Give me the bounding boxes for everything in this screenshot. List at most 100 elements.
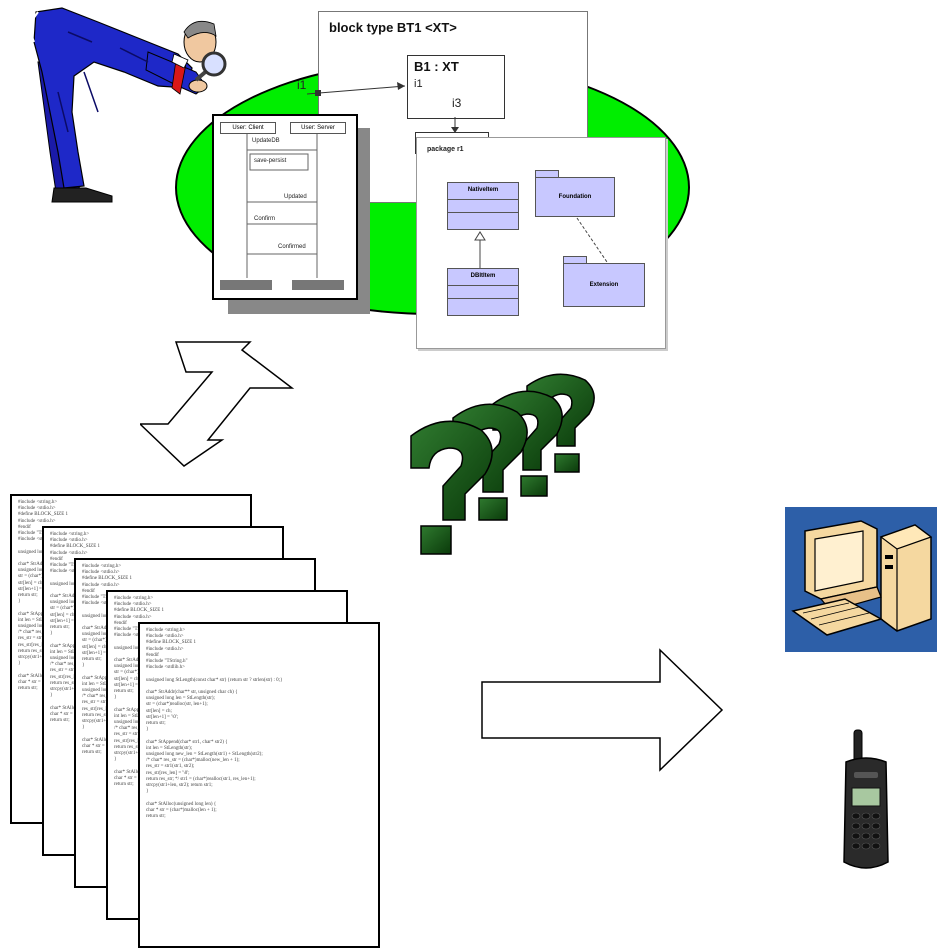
code-line: return str; <box>82 750 102 756</box>
code-line: return str; <box>50 718 70 724</box>
code-line: #include <stdio.h> <box>50 550 88 556</box>
sequence-lines <box>220 134 344 290</box>
question-marks <box>410 373 595 555</box>
code-line: str[len+1] = '\0'; <box>114 682 147 688</box>
code-line: str[len+1] = '\0'; <box>50 618 83 624</box>
class-box-2: DBItItem <box>447 268 519 316</box>
code-line: return str; <box>114 689 134 695</box>
outer-port-label: i1 <box>297 78 307 92</box>
code-line: #include <stdio.h> <box>114 614 152 620</box>
code-line: #endif <box>18 524 31 530</box>
code-line: #include <string.h> <box>18 500 58 505</box>
code-line: strcpy(str1+len, str2); return str1; <box>146 783 213 789</box>
code-line: #include "TString.h" <box>18 531 60 537</box>
code-line: int len = StLength(str); <box>114 713 161 719</box>
right-arrow <box>481 648 724 772</box>
code-line: str[len] = ch; <box>18 580 44 586</box>
package-box-2: Extension <box>563 256 645 307</box>
code-line: #define BLOCK_SIZE 1 <box>82 576 132 582</box>
code-line: #include <stdio.h> <box>146 634 184 640</box>
code-line: } <box>82 725 85 731</box>
code-line: return str; <box>146 721 166 727</box>
code-line: #include <string.h> <box>146 628 186 633</box>
down-arrow <box>451 117 459 133</box>
code-line: res_str[res_len] = '\0'; <box>82 706 126 712</box>
code-line: #include <stdio.h> <box>18 518 56 524</box>
class-box-1: NativeItem <box>447 182 519 230</box>
code-line: str = (char*)realloc(str, len+1); <box>146 702 208 708</box>
message-4: Confirm <box>254 216 276 222</box>
code-line: res_str = str1(str1, str2); <box>146 764 195 770</box>
block-diagram-title: block type BT1 <XT> <box>329 20 457 35</box>
code-line: #include <stdlib.h> <box>50 569 89 575</box>
code-line: str[len] = ch; <box>146 708 172 714</box>
code-line: return str; <box>114 782 134 788</box>
code-line: return str; <box>82 657 102 663</box>
code-line: #include <stdio.h> <box>114 602 152 608</box>
code-line: /* char* res_str = (char*)malloc(new_len… <box>146 758 240 764</box>
code-line: #include <stdlib.h> <box>146 665 185 671</box>
inner-block: B1 : XT i1 i3 <box>407 55 505 119</box>
class-diagram: package r1 NativeItem Foundation DBItIte… <box>416 137 666 349</box>
message-1: UpdateDB <box>252 138 280 144</box>
code-line: char* StAlloc(unsigned long len) { <box>146 801 217 807</box>
computer-icon <box>785 507 937 652</box>
code-line: char * str = (char*)malloc(len + 1); <box>146 807 217 813</box>
lifeline-left-box: User: Client <box>220 122 276 134</box>
code-line: unsigned long new_len = StLength(str1) +… <box>146 752 263 758</box>
lifeline-right-label: User: Server <box>301 125 335 131</box>
code-line: #include <stdio.h> <box>82 582 120 588</box>
code-line: #endif <box>82 588 95 594</box>
code-line: } <box>18 599 21 605</box>
code-line: #include <string.h> <box>82 564 122 569</box>
bottom-port-label: i3 <box>452 96 462 110</box>
inner-port-label: i1 <box>414 78 423 90</box>
code-line: #include <stdio.h> <box>146 646 184 652</box>
code-line: res_str[res_len] = '\0'; <box>50 674 94 680</box>
code-line: char* StrAddr(char** str, unsigned char … <box>146 690 238 696</box>
package-name-1: Foundation <box>535 177 615 217</box>
code-line: #endif <box>50 556 63 562</box>
code-line: res_str[res_len] = '\0'; <box>114 738 158 744</box>
detective-figure <box>28 7 227 203</box>
code-text: #include <string.h>#include <stdio.h>#de… <box>140 624 378 824</box>
code-line: #include <stdio.h> <box>18 506 56 512</box>
code-line: #include "TString.h" <box>146 659 188 665</box>
code-line: } <box>18 661 21 667</box>
class-name-1: NativeItem <box>448 183 518 200</box>
message-2: save-persist <box>254 158 287 164</box>
question-mark-1 <box>410 420 493 555</box>
code-line: return str; <box>18 593 38 599</box>
code-line: } <box>114 695 117 701</box>
code-page-5: #include <string.h>#include <stdio.h>#de… <box>138 622 380 948</box>
bidirectional-arrow <box>140 341 295 467</box>
code-line: } <box>146 727 149 733</box>
code-line: } <box>50 631 53 637</box>
code-line: res_str[res_len] = '\0'; <box>18 642 62 648</box>
code-line: int len = StLength(str); <box>146 745 193 751</box>
class-connectors <box>474 217 608 268</box>
sequence-diagram: User: Client User: Server UpdateDB save-… <box>212 114 358 300</box>
code-line: #include <stdio.h> <box>50 538 88 544</box>
code-line: return str; <box>18 686 38 692</box>
package-box-1: Foundation <box>535 170 615 217</box>
code-line: return str; <box>146 814 166 820</box>
package-label: package r1 <box>427 146 464 153</box>
lifeline-left-label: User: Client <box>232 125 264 131</box>
code-line: str[len+1] = '\0'; <box>18 586 51 592</box>
code-line: #include <stdlib.h> <box>82 601 121 607</box>
code-line: res_str[res_len] = '\0'; <box>146 770 190 776</box>
code-line: } <box>114 757 117 763</box>
code-line: #include "TString.h" <box>82 595 124 601</box>
code-line: int len = StLength(str); <box>50 649 97 655</box>
code-line: str[len] = ch; <box>114 676 140 682</box>
code-line: #endif <box>146 652 159 658</box>
code-line: str[len+1] = '\0'; <box>146 714 179 720</box>
code-line: str[len+1] = '\0'; <box>82 650 115 656</box>
code-line: #define BLOCK_SIZE 1 <box>18 512 68 518</box>
code-line: int len = StLength(str); <box>82 681 129 687</box>
code-line: str[len] = ch; <box>82 644 108 650</box>
code-line: unsigned long StLength(const char* str) … <box>146 677 283 683</box>
code-line: #include "TString.h" <box>114 627 156 633</box>
code-line: } <box>82 663 85 669</box>
